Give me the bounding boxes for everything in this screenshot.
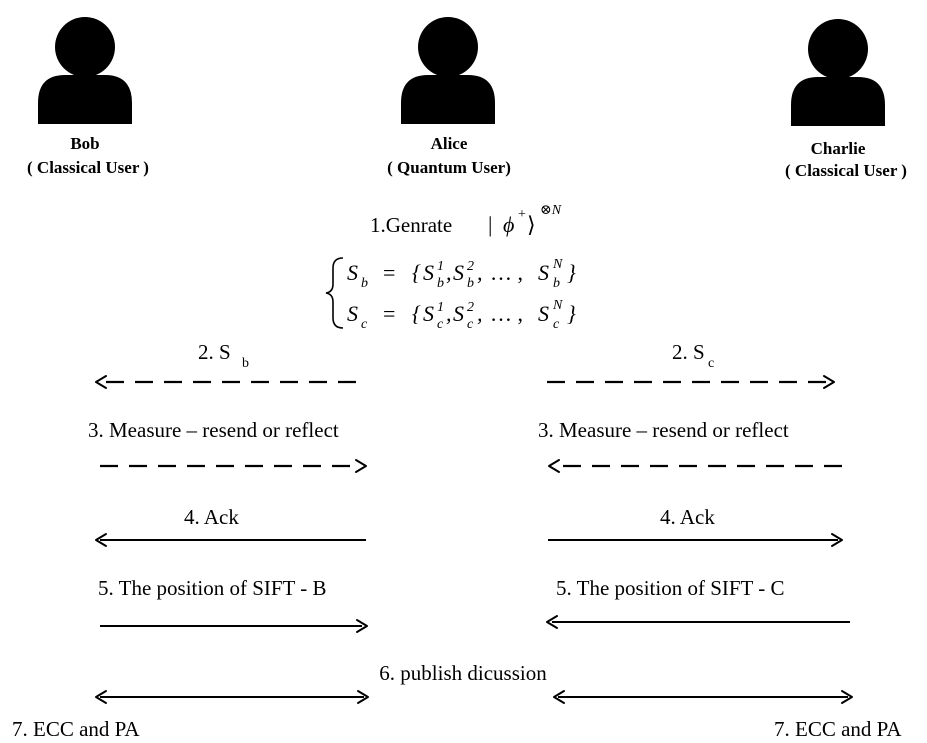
- arrowhead-left: [95, 375, 107, 389]
- bob-role: ( Classical User ): [27, 158, 149, 177]
- sb-dots: … ,: [490, 260, 523, 285]
- arrowhead-right: [823, 375, 835, 389]
- sc-el2-base: S: [453, 301, 464, 326]
- sc-open-brace: {: [412, 301, 421, 326]
- bob-user: Bob ( Classical User ): [27, 17, 149, 177]
- user-icon: [38, 17, 132, 124]
- step1-label: 1.Genrate: [370, 213, 452, 237]
- sb-close-brace: }: [567, 260, 576, 285]
- step5-right: 5. The position of SIFT - C: [546, 576, 850, 629]
- step7-right-label: 7. ECC and PA: [774, 717, 902, 741]
- sc-lhs-sub: c: [361, 317, 368, 332]
- sc-lhs: S: [347, 301, 358, 326]
- sc-dots: … ,: [490, 301, 523, 326]
- sb-lhs: S: [347, 260, 358, 285]
- charlie-role: ( Classical User ): [785, 161, 907, 180]
- arrowhead-right: [356, 619, 368, 633]
- sb-lhs-sub: b: [361, 276, 368, 291]
- sb-open-brace: {: [412, 260, 421, 285]
- sc-el3-base: S: [538, 301, 549, 326]
- step4-right-label: 4. Ack: [660, 505, 715, 529]
- tensor-power: ⊗N: [540, 203, 562, 218]
- sb-el1-base: S: [423, 260, 434, 285]
- arrowhead-left: [548, 459, 560, 473]
- arrowhead-left: [553, 690, 565, 704]
- sc-el1-sub: c: [437, 317, 444, 332]
- ket-close: ⟩: [527, 212, 536, 237]
- step3-left: 3. Measure – resend or reflect: [88, 418, 367, 473]
- state-superscript: +: [518, 207, 526, 222]
- sequence-sc: S c = { S 1 c , S 2 c , … , S N c }: [347, 298, 576, 332]
- ket-open: |: [488, 212, 492, 237]
- step4-left: 4. Ack: [95, 505, 366, 547]
- arrowhead-left: [95, 533, 107, 547]
- arrowhead-right: [841, 690, 853, 704]
- step6-publish: 6. publish dicussion: [95, 661, 853, 704]
- svg-text:,: ,: [477, 301, 483, 326]
- sb-el2-sub: b: [467, 276, 474, 291]
- step5-right-label: 5. The position of SIFT - C: [556, 576, 785, 600]
- step4-left-label: 4. Ack: [184, 505, 239, 529]
- step2-right: 2. S c: [547, 340, 835, 389]
- arrowhead-left: [95, 690, 107, 704]
- alice-role: ( Quantum User): [387, 158, 511, 177]
- sc-el3-sub: c: [553, 317, 560, 332]
- svg-text:,: ,: [477, 260, 483, 285]
- sb-el1-sup: 1: [437, 259, 444, 274]
- sb-el2-base: S: [453, 260, 464, 285]
- sc-equals: =: [383, 301, 395, 326]
- step6-label: 6. publish dicussion: [379, 661, 547, 685]
- svg-text:,: ,: [446, 260, 452, 285]
- arrowhead-right: [357, 690, 369, 704]
- sequence-definitions: S b = { S 1 b , S 2 b , … , S N b } S c …: [325, 257, 576, 332]
- sc-close-brace: }: [567, 301, 576, 326]
- user-icon: [791, 19, 885, 126]
- sc-el2-sub: c: [467, 317, 474, 332]
- step2-right-sub: c: [708, 356, 714, 371]
- sc-el3-sup: N: [552, 298, 563, 313]
- sb-el1-sub: b: [437, 276, 444, 291]
- step2-right-label: 2. S: [672, 340, 705, 364]
- step5-left-label: 5. The position of SIFT - B: [98, 576, 327, 600]
- sc-el1-base: S: [423, 301, 434, 326]
- arrowhead-right: [831, 533, 843, 547]
- sb-equals: =: [383, 260, 395, 285]
- step4-right: 4. Ack: [548, 505, 843, 547]
- sb-el3-sub: b: [553, 276, 560, 291]
- left-brace: [325, 257, 344, 329]
- bob-name: Bob: [70, 134, 99, 153]
- step5-left: 5. The position of SIFT - B: [98, 576, 368, 633]
- sequence-sb: S b = { S 1 b , S 2 b , … , S N b }: [347, 257, 576, 291]
- arrowhead-right: [355, 459, 367, 473]
- step1-generate: 1.Genrate | ϕ + ⟩ ⊗N: [370, 203, 562, 237]
- charlie-user: Charlie ( Classical User ): [785, 19, 907, 180]
- sb-el3-base: S: [538, 260, 549, 285]
- step3-right: 3. Measure – resend or reflect: [538, 418, 842, 473]
- state-symbol: ϕ: [503, 212, 514, 237]
- charlie-name: Charlie: [811, 139, 866, 158]
- step3-right-label: 3. Measure – resend or reflect: [538, 418, 789, 442]
- svg-text:,: ,: [446, 301, 452, 326]
- step2-left-label: 2. S: [198, 340, 231, 364]
- alice-name: Alice: [431, 134, 468, 153]
- step2-left: 2. S b: [95, 340, 356, 389]
- step7-left-label: 7. ECC and PA: [12, 717, 140, 741]
- step2-left-sub: b: [242, 356, 249, 371]
- sb-el3-sup: N: [552, 257, 563, 272]
- step3-left-label: 3. Measure – resend or reflect: [88, 418, 339, 442]
- sb-el2-sup: 2: [467, 259, 474, 274]
- sc-el2-sup: 2: [467, 300, 474, 315]
- user-icon: [401, 17, 495, 124]
- arrowhead-left: [546, 615, 558, 629]
- sc-el1-sup: 1: [437, 300, 444, 315]
- alice-user: Alice ( Quantum User): [387, 17, 511, 177]
